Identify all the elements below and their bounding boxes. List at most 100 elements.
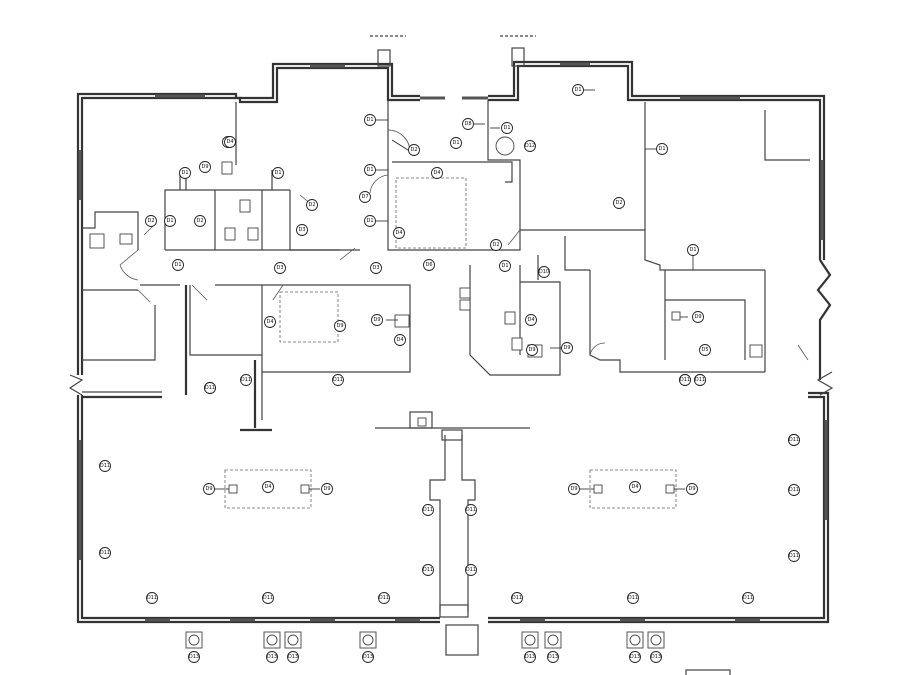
door-tag: D4: [629, 481, 641, 493]
door-tag-circle: [194, 215, 206, 227]
door-tag: D11: [378, 592, 390, 604]
door-tag-circle: [334, 320, 346, 332]
door-tag-circle: [524, 651, 536, 663]
door-tag: D13: [629, 651, 641, 663]
door-tag-label: D10: [539, 269, 549, 275]
door-tag: D2: [194, 215, 206, 227]
door-tag-label: D9: [323, 486, 330, 492]
door-tag-label: D1: [174, 262, 181, 268]
door-tag-label: D1: [181, 170, 188, 176]
floor-boxes: [185, 631, 665, 649]
fixtures: [89, 136, 763, 675]
door-tag-label: D11: [379, 595, 389, 601]
door-tag-label: D9: [570, 486, 577, 492]
door-tag: D11: [422, 564, 434, 576]
door-tag-circle: [687, 244, 699, 256]
door-tag-circle: [204, 382, 216, 394]
door-tag-circle: [146, 592, 158, 604]
door-tag: D11: [511, 592, 523, 604]
door-tag-label: D2: [615, 200, 622, 206]
door-tag: D11: [99, 547, 111, 559]
door-tag: D11: [262, 592, 274, 604]
door-tag: D4: [525, 314, 537, 326]
door-tag-label: D13: [267, 654, 277, 660]
door-tag: D3: [296, 224, 308, 236]
door-tag-label: D13: [363, 654, 373, 660]
door-tag: D5: [699, 344, 711, 356]
door-tag-circle: [99, 547, 111, 559]
door-tag: D1: [572, 84, 584, 96]
door-tag-circle: [692, 311, 704, 323]
door-tag: D11: [788, 484, 800, 496]
exterior-walls: [68, 35, 834, 624]
door-tag-circle: [613, 197, 625, 209]
door-tag-circle: [629, 651, 641, 663]
door-tag: D3: [274, 262, 286, 274]
door-tag-circle: [627, 592, 639, 604]
door-tag-label: D11: [695, 377, 705, 383]
door-tag-label: D1: [274, 170, 281, 176]
door-tag: D2: [306, 199, 318, 211]
door-tag: D4: [262, 481, 274, 493]
door-tag-circle: [145, 215, 157, 227]
door-tag-label: D9: [201, 164, 208, 170]
door-tag-circle: [490, 239, 502, 251]
door-tag-circle: [465, 504, 477, 516]
door-tag-circle: [199, 161, 211, 173]
door-tag-circle: [408, 144, 420, 156]
door-tag-label: D1: [452, 140, 459, 146]
door-tag-label: D4: [264, 484, 271, 490]
door-tag-label: D9: [688, 486, 695, 492]
door-tag: D2: [613, 197, 625, 209]
door-tag-label: D3: [298, 227, 305, 233]
door-tag: D1: [501, 122, 513, 134]
door-tag-label: D4: [395, 230, 402, 236]
door-tag-circle: [511, 592, 523, 604]
door-tag: D11: [679, 374, 691, 386]
door-tag: D11: [627, 592, 639, 604]
door-tag-circle: [679, 374, 691, 386]
door-tag: D1: [499, 260, 511, 272]
door-tag-label: D1: [689, 247, 696, 253]
door-tag-circle: [526, 344, 538, 356]
door-tag-label: D13: [548, 654, 558, 660]
door-tag-circle: [321, 483, 333, 495]
door-tag-circle: [561, 342, 573, 354]
door-tag-circle: [332, 374, 344, 386]
door-tag: D11: [742, 592, 754, 604]
door-tag-label: D1: [501, 263, 508, 269]
door-tag-label: D1: [366, 218, 373, 224]
door-tag: D10: [538, 266, 550, 278]
door-tag: D13: [188, 651, 200, 663]
door-tag: D13: [547, 651, 559, 663]
door-tag-circle: [262, 592, 274, 604]
door-tag: D2: [490, 239, 502, 251]
door-tag-label: D13: [651, 654, 661, 660]
door-tag-group: D1D4D9D1D1D2D2D1D2D3D1D1D2D1D1D7D1D4D4D6…: [99, 84, 800, 663]
door-tag-circle: [306, 199, 318, 211]
door-tag-circle: [694, 374, 706, 386]
door-tag: D11: [240, 374, 252, 386]
door-tag: D9: [321, 483, 333, 495]
door-tag: D9: [371, 314, 383, 326]
door-tag: D13: [524, 651, 536, 663]
door-tag-label: D2: [196, 218, 203, 224]
door-tag: D6: [423, 259, 435, 271]
door-tag-circle: [450, 137, 462, 149]
door-tag: D11: [422, 504, 434, 516]
door-tag-label: D11: [743, 595, 753, 601]
door-tag-label: D9: [563, 345, 570, 351]
door-tag-label: D4: [226, 139, 233, 145]
door-tag: D11: [204, 382, 216, 394]
door-tag-circle: [266, 651, 278, 663]
door-tag: D11: [788, 434, 800, 446]
door-tag-label: D13: [525, 654, 535, 660]
door-tag-circle: [224, 136, 236, 148]
door-tag-circle: [272, 167, 284, 179]
door-tag-circle: [462, 118, 474, 130]
door-tag: D9: [686, 483, 698, 495]
door-tag-circle: [264, 316, 276, 328]
door-tag-label: D2: [147, 218, 154, 224]
windows: [78, 62, 828, 622]
door-tag-circle: [499, 260, 511, 272]
